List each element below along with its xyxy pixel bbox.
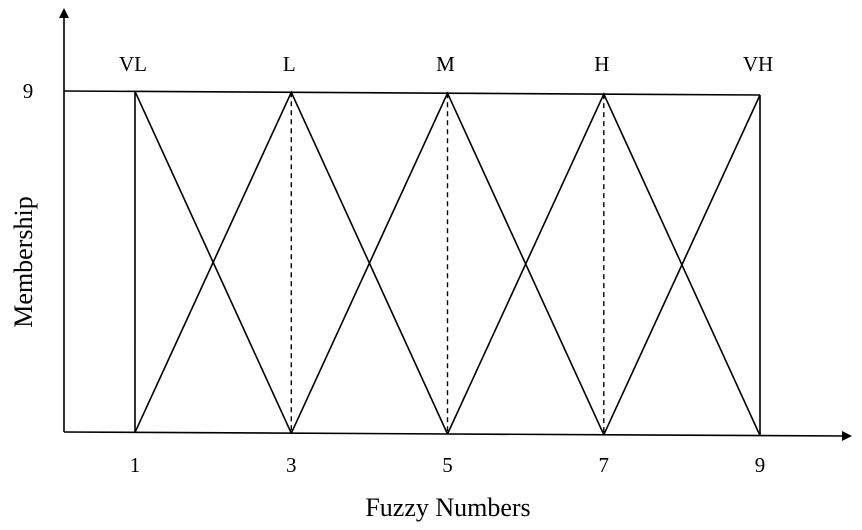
- x-axis: [63, 430, 852, 441]
- x-tick-label-1: 1: [130, 453, 141, 477]
- chart-marks: VL L M H VH 1 3 5 7 9: [119, 52, 773, 477]
- x-tick-label-3: 3: [286, 453, 297, 477]
- y-tick-label: 9: [23, 79, 34, 103]
- series-label-l: L: [283, 52, 296, 76]
- x-tick-label-7: 7: [599, 453, 610, 477]
- series-line-vh: [603, 94, 761, 436]
- series-label-vl: VL: [119, 52, 147, 76]
- x-axis-title: Fuzzy Numbers: [365, 493, 530, 522]
- x-tick-label-9: 9: [755, 453, 766, 477]
- series-label-m: M: [436, 52, 455, 76]
- series-label-vh: VH: [743, 52, 773, 76]
- series-line-vl: [134, 91, 293, 434]
- series-label-h: H: [594, 52, 609, 76]
- x-tick-label-5: 5: [442, 453, 453, 477]
- y-axis-title: Membership: [9, 196, 38, 327]
- max-membership-line: [63, 90, 761, 96]
